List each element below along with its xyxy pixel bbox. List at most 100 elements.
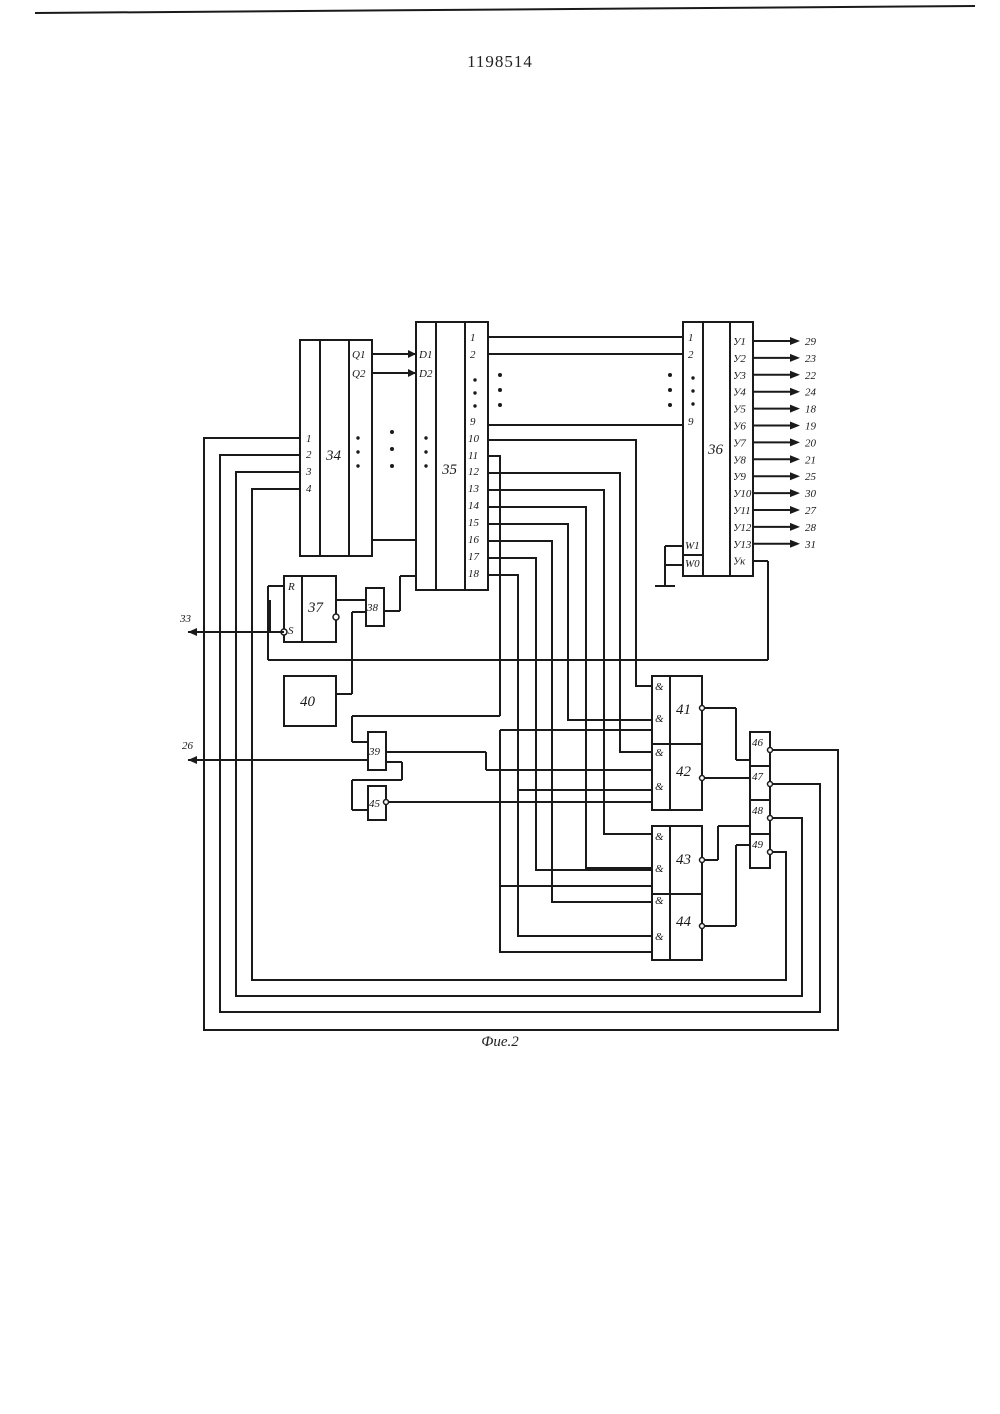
arrow-head [790, 405, 800, 413]
block-36-target-label: 18 [805, 404, 817, 416]
block-36-out-label: Ук [733, 556, 746, 568]
block-34-label: 34 [325, 448, 342, 464]
arrow-head [790, 388, 800, 396]
output-33-label: 33 [179, 613, 192, 625]
block-35-out-10: 10 [468, 433, 480, 445]
block-35-input-d2: D2 [418, 368, 433, 380]
block-36-target-label: 20 [805, 437, 817, 449]
block-36-output-arrows: У129У223У322У424У518У619У720У821У925У103… [733, 336, 817, 568]
block-41-pin-a: & [655, 681, 664, 693]
block-36-target-label: 31 [804, 539, 816, 551]
block-42-pin-b: & [655, 781, 664, 793]
block-36-out-label: У12 [733, 522, 752, 534]
block-45: 45 [368, 786, 389, 820]
arrow-head [790, 371, 800, 379]
block-46-49-stack: 46 47 48 49 [750, 732, 773, 868]
block-36-target-label: 21 [805, 454, 816, 466]
arrow-head [790, 354, 800, 362]
block-44-pin-b: & [655, 931, 664, 943]
block-36-out-label: У3 [733, 370, 746, 382]
block-36-label: 36 [707, 442, 724, 458]
block-36-out-label: У7 [733, 437, 746, 449]
block-34-input-2: 2 [306, 449, 312, 461]
block-36-target-label: 28 [805, 522, 817, 534]
block-36-w0: W0 [685, 558, 700, 570]
block-49-label: 49 [752, 839, 764, 851]
block-35-out-14: 14 [468, 500, 480, 512]
block-36-out-label: У9 [733, 471, 746, 483]
block-36-out-label: У5 [733, 404, 746, 416]
block-36-target-label: 25 [805, 471, 817, 483]
block-35-out-17: 17 [468, 551, 480, 563]
block-36-out-label: У2 [733, 353, 746, 365]
block-36-target-label: 29 [805, 336, 817, 348]
block-48-label: 48 [752, 805, 764, 817]
block-36-out-label: У11 [733, 505, 751, 517]
block-35: 35 D1 D2 1 2 9 10 11 12 13 14 15 16 17 1… [416, 322, 488, 590]
block-36-target-label: 24 [805, 387, 817, 399]
block-35-out-15: 15 [468, 517, 480, 529]
arrow-head [790, 438, 800, 446]
block-36-out-label: У4 [733, 387, 746, 399]
block-41-pin-b: & [655, 713, 664, 725]
block-36-out-label: У8 [733, 454, 746, 466]
block-36-target-label: 30 [804, 488, 817, 500]
block-42: 42 & & [652, 744, 702, 810]
arrow-head [790, 472, 800, 480]
block-42-pin-a: & [655, 747, 664, 759]
block-34-input-4: 4 [306, 483, 312, 495]
block-36-in-2: 2 [688, 349, 694, 361]
block-36-in-9: 9 [688, 416, 694, 428]
output-26-label: 26 [182, 740, 194, 752]
block-35-out-1: 1 [470, 332, 476, 344]
block-43: 43 & & [652, 826, 702, 894]
block-35-out-9: 9 [470, 416, 476, 428]
block-35-out-18: 18 [468, 568, 480, 580]
block-34: 34 1 2 3 4 Q1 Q2 [300, 340, 372, 556]
block-36-out-label: У1 [733, 336, 746, 348]
block-35-input-d1: D1 [418, 349, 432, 361]
block-34-input-1: 1 [306, 433, 312, 445]
arrow-head [790, 455, 800, 463]
figure-caption: Фие.2 [0, 1034, 1000, 1051]
arrow-head [790, 523, 800, 531]
block-41: 41 & & [652, 676, 702, 744]
block-35-out-16: 16 [468, 534, 480, 546]
arrow-head [790, 540, 800, 548]
block-36-target-label: 23 [805, 353, 817, 365]
block-41-label: 41 [676, 702, 691, 718]
block-37: R S 37 [281, 576, 339, 642]
block-38-label: 38 [366, 602, 379, 614]
block-35-out-2: 2 [470, 349, 476, 361]
block-39-label: 39 [368, 746, 381, 758]
block-43-pin-a: & [655, 831, 664, 843]
block-40: 40 [284, 676, 336, 726]
block-34-input-3: 3 [305, 466, 312, 478]
block-42-label: 42 [676, 764, 692, 780]
block-47-label: 47 [752, 771, 764, 783]
block-43-pin-b: & [655, 863, 664, 875]
block-44-label: 44 [676, 914, 692, 930]
block-35-out-12: 12 [468, 466, 480, 478]
block-45-label: 45 [369, 798, 381, 810]
sheet-top-border [35, 6, 975, 13]
block-44: 44 & & [652, 894, 702, 960]
block-36-target-label: 19 [805, 421, 817, 433]
block-37-pin-s: S [288, 625, 294, 637]
arrow-head [790, 489, 800, 497]
block-34-output-q1: Q1 [352, 349, 365, 361]
block-35-out-11: 11 [468, 450, 478, 462]
block-36-out-label: У6 [733, 421, 746, 433]
block-44-pin-a: & [655, 895, 664, 907]
arrow-head [790, 422, 800, 430]
block-39: 39 [368, 732, 386, 770]
block-35-out-13: 13 [468, 483, 480, 495]
block-36-out-label: У13 [733, 539, 752, 551]
block-36-w1: W1 [685, 540, 700, 552]
block-34-output-q2: Q2 [352, 368, 366, 380]
arrow-head [790, 506, 800, 514]
arrow-head [790, 337, 800, 345]
block-43-label: 43 [676, 852, 691, 868]
